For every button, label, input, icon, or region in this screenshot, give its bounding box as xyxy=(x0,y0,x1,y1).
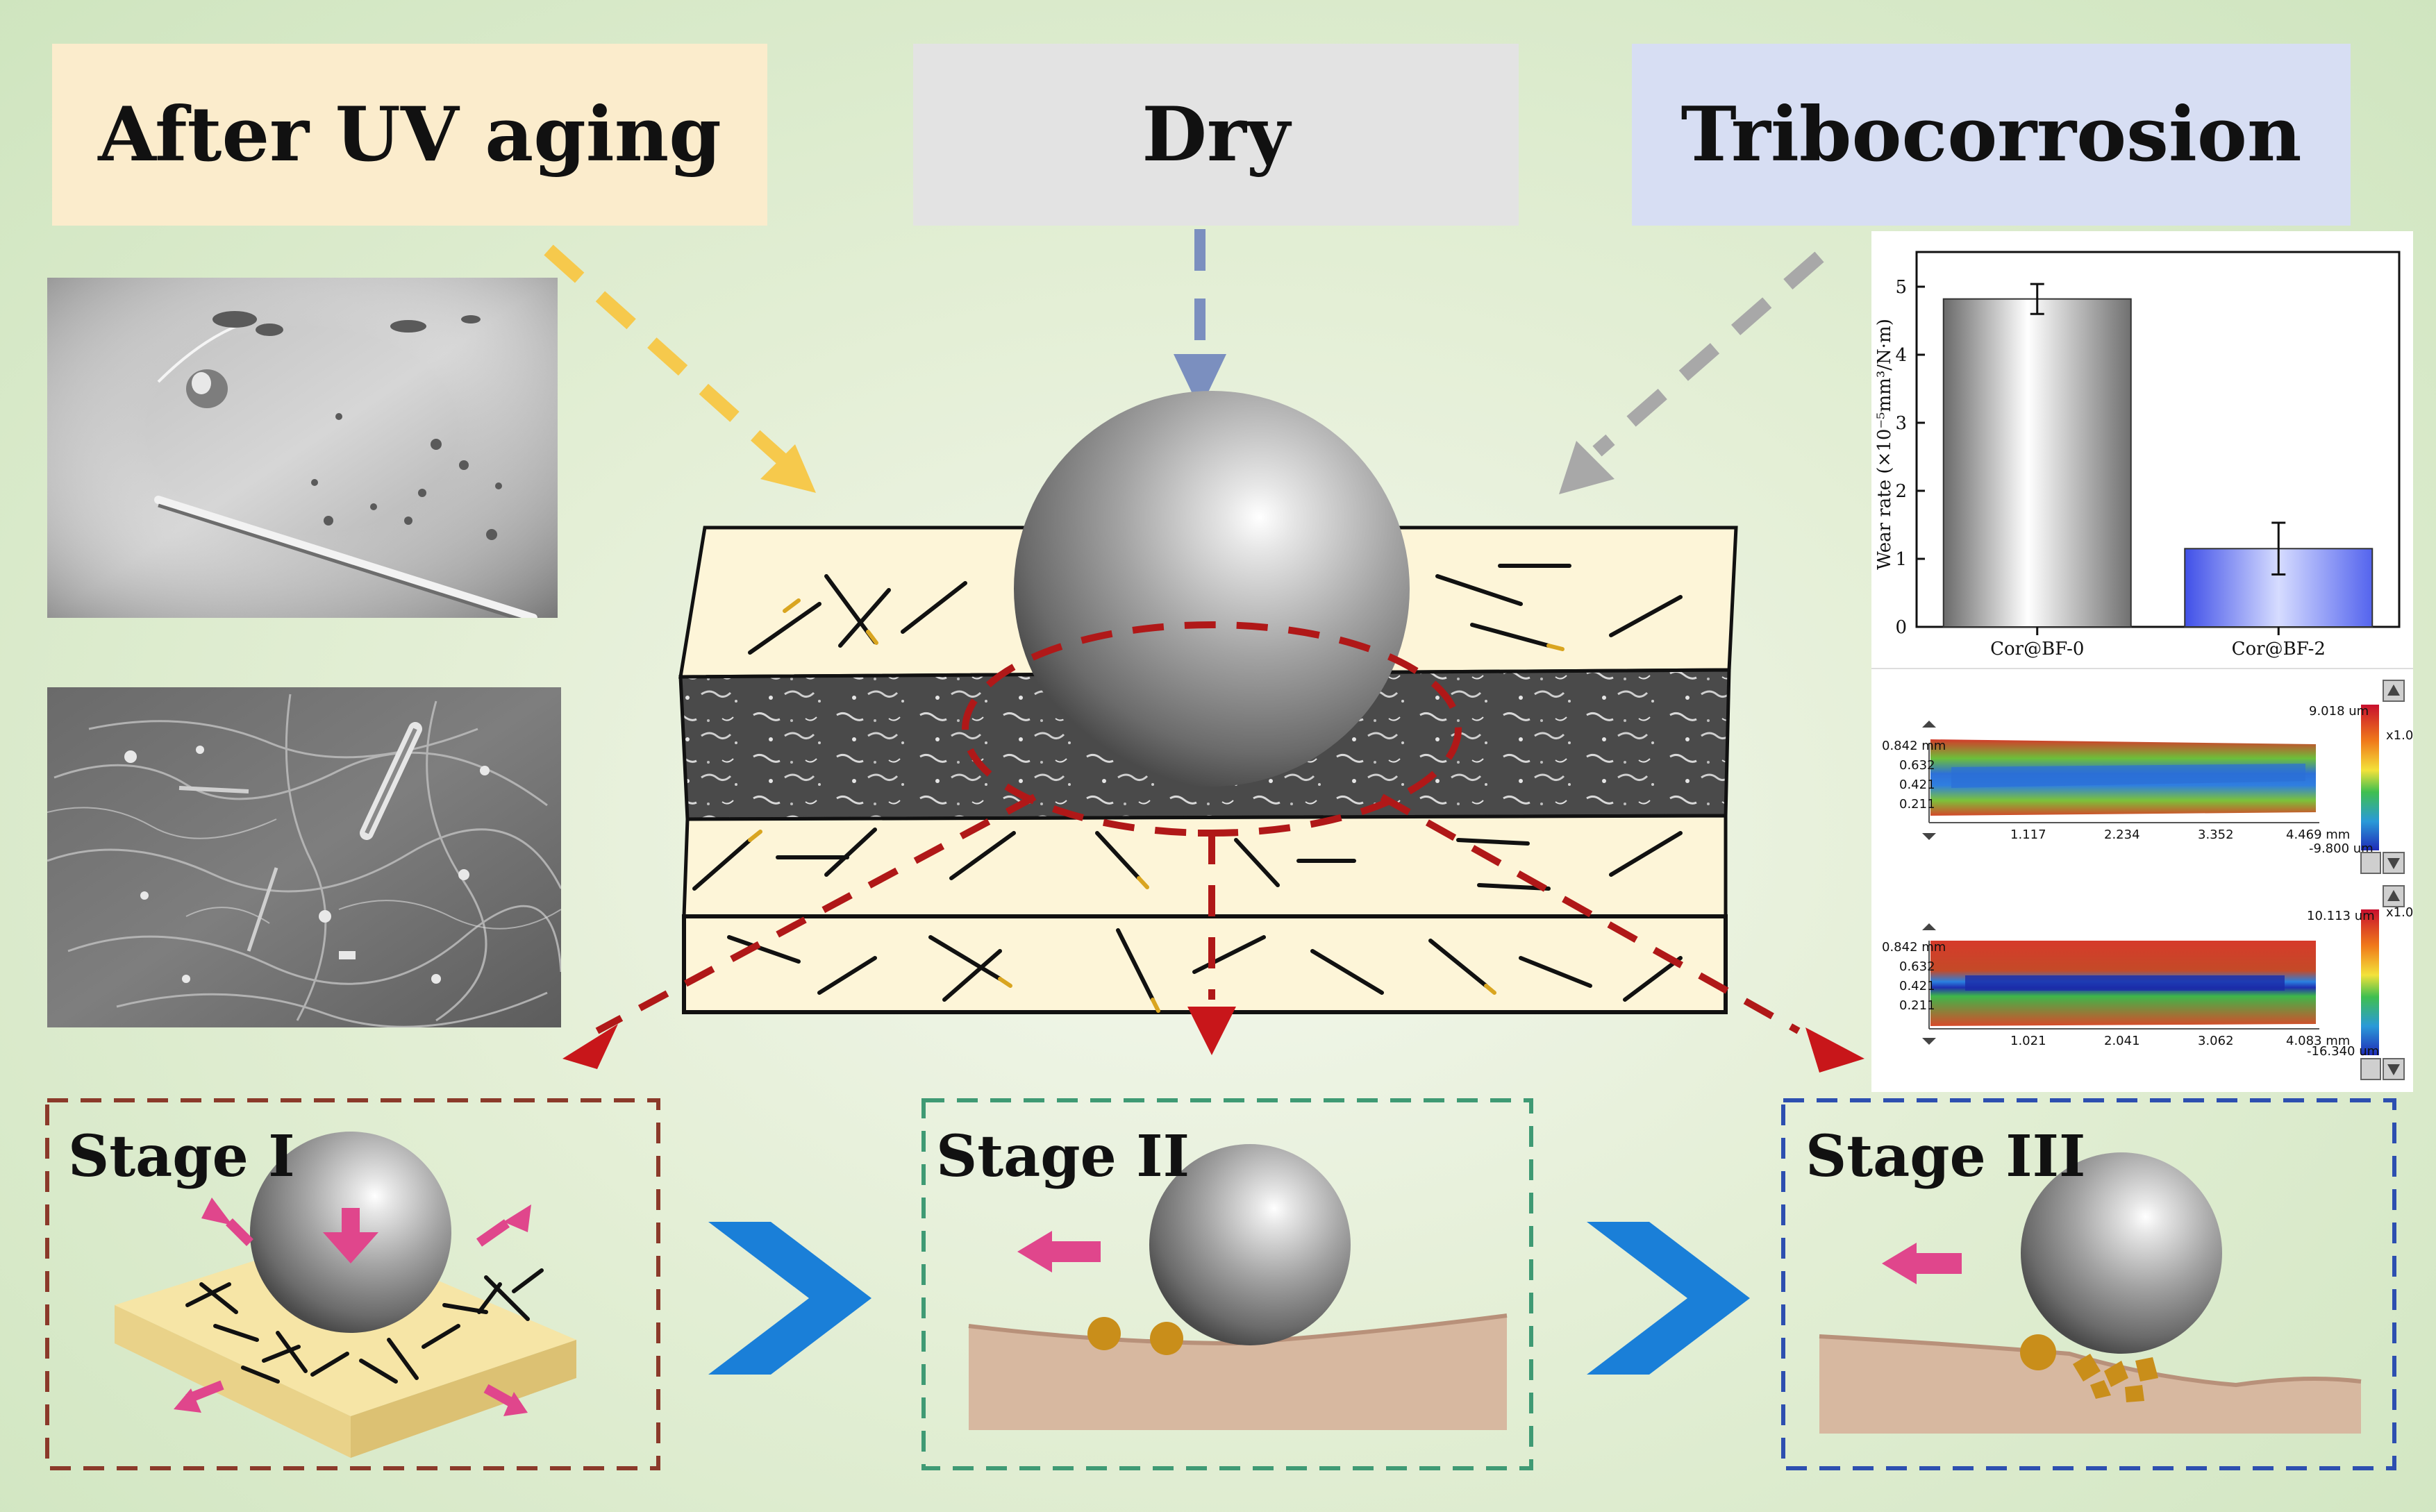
main-ball xyxy=(1014,391,1410,787)
arrow-down-icon xyxy=(2387,1064,2400,1075)
stage2-title: Stage II xyxy=(936,1123,1190,1190)
profilometry-panels: 0.842 mm 0.632 0.421 0.211 1.117 2.234 3… xyxy=(1871,668,2413,1092)
arrow-down-icon xyxy=(2387,858,2400,869)
axis-rotate-icon xyxy=(1922,721,1936,728)
tribocorrosion-arrow xyxy=(1559,251,1824,494)
error-bar-Cor@BF-0 xyxy=(2030,283,2044,315)
sem-image-uv-fibers xyxy=(47,687,561,1027)
axis-rotate-icon xyxy=(1922,1038,1936,1045)
stage3-title: Stage III xyxy=(1805,1123,2086,1190)
scan2-xtick-1: 2.041 xyxy=(2104,1034,2140,1048)
arrow-up-icon xyxy=(2387,684,2400,696)
scan2-scale-min: -16.340 um xyxy=(2307,1044,2379,1059)
scan1-xtick-3: 4.469 mm xyxy=(2286,828,2350,842)
error-bar-Cor@BF-2 xyxy=(2271,521,2286,576)
x-category-label-0: Cor@BF-0 xyxy=(1990,639,2084,660)
profilometry-scan-2: 0.842 mm 0.632 0.421 0.211 1.021 2.041 3… xyxy=(1882,885,2413,1080)
scan1-down-button[interactable] xyxy=(2383,852,2405,874)
dry-header: Dry xyxy=(913,44,1519,226)
y-tick-label-5: 5 xyxy=(1895,277,1907,298)
scan1-xtick-1: 2.234 xyxy=(2104,828,2140,842)
stage3-frame xyxy=(1781,1098,2396,1470)
scan2-scale-max: 10.113 um xyxy=(2307,909,2375,923)
scan1-scale-max: 9.018 um xyxy=(2309,704,2369,719)
y-tick-label-0: 0 xyxy=(1895,617,1907,638)
scan2-zoom: x1.0 xyxy=(2386,905,2413,920)
y-tick-label-1: 1 xyxy=(1895,549,1907,570)
uv-aging-header: After UV aging xyxy=(52,44,767,226)
scan1-xtick-2: 3.352 xyxy=(2198,828,2234,842)
profilometry-scan-1: 0.842 mm 0.632 0.421 0.211 1.117 2.234 3… xyxy=(1882,680,2413,874)
scan2-ytick-2: 0.421 xyxy=(1899,979,1935,993)
wear-rate-chart: 0 1 2 3 4 5 Cor@BF-0 Cor@BF-2 Wear rate (×10⁻⁵… xyxy=(1871,231,2413,669)
tribocorrosion-label: Tribocorrosion xyxy=(1680,91,2302,178)
chevron-arrow-2 xyxy=(1587,1222,1750,1375)
contact-zone xyxy=(595,621,1801,1034)
bar-Cor@BF-0 xyxy=(1942,298,2132,628)
axis-rotate-icon xyxy=(1922,923,1936,930)
y-tick-label-3: 3 xyxy=(1895,413,1907,434)
scan1-zoom: x1.0 xyxy=(2386,728,2413,743)
axis-rotate-icon xyxy=(1922,833,1936,840)
stage2-frame xyxy=(921,1098,1533,1470)
y-tick-label-2: 2 xyxy=(1895,481,1907,502)
uv-aging-label: After UV aging xyxy=(98,91,721,178)
scan2-xtick-0: 1.021 xyxy=(2010,1034,2046,1048)
stage2-illustration xyxy=(968,1144,1508,1430)
scan1-ytick-1: 0.632 xyxy=(1899,758,1935,773)
stage1-title: Stage I xyxy=(68,1123,295,1190)
arrow-head-stage3 xyxy=(1805,1027,1864,1073)
x-category-label-1: Cor@BF-2 xyxy=(2232,639,2326,660)
stage1-frame xyxy=(45,1098,660,1470)
scan1-ytick-0: 0.842 mm xyxy=(1882,739,1946,753)
dry-label: Dry xyxy=(1142,91,1290,178)
scan2-ytick-0: 0.842 mm xyxy=(1882,940,1946,955)
y-axis-label: Wear rate (×10⁻⁵mm³/N·m) xyxy=(1874,319,1895,570)
scan2-xtick-2: 3.062 xyxy=(2198,1034,2234,1048)
scan1-ytick-2: 0.421 xyxy=(1899,778,1935,792)
arrow-head-stage2 xyxy=(1187,1007,1236,1055)
scan2-ytick-3: 0.211 xyxy=(1899,998,1935,1013)
stage3-illustration xyxy=(1819,1152,2362,1434)
scan1-fit-button[interactable] xyxy=(2360,852,2381,874)
uv-arrow xyxy=(544,244,816,493)
tribocorrosion-header: Tribocorrosion xyxy=(1632,44,2351,226)
scan2-fit-button[interactable] xyxy=(2360,1058,2381,1080)
chevron-arrow-1 xyxy=(708,1222,871,1375)
arrow-head-stage1 xyxy=(562,1024,618,1069)
scan1-scale-min: -9.800 um xyxy=(2309,841,2374,856)
scan2-xtick-3: 4.083 mm xyxy=(2286,1034,2350,1048)
dry-arrow xyxy=(1174,229,1226,410)
arrow-up-icon xyxy=(2387,890,2400,901)
y-tick-label-4: 4 xyxy=(1895,345,1907,366)
scan1-ytick-3: 0.211 xyxy=(1899,797,1935,812)
scan2-ytick-1: 0.632 xyxy=(1899,959,1935,974)
sem-image-uv-surface xyxy=(47,278,558,618)
scan1-xtick-0: 1.117 xyxy=(2010,828,2046,842)
stage1-illustration xyxy=(115,1132,576,1458)
